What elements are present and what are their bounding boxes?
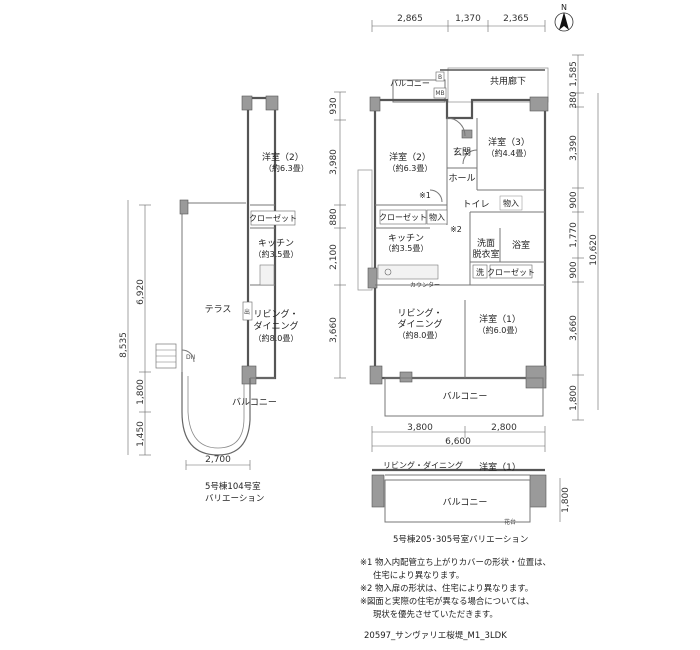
bottom-dim-total: 6,600 [445, 437, 471, 447]
western3-label: 洋室（3） [488, 136, 530, 148]
left-plan-dim-3: 1,450 [136, 421, 146, 447]
left-western2-label: 洋室（2） [262, 151, 304, 163]
mb-mark: MB [435, 90, 444, 97]
left-western2-size: （約6.3畳） [264, 163, 309, 173]
note-line-3b: 現状を優先させていただきます。 [373, 609, 498, 619]
entrance-label: 玄関 [453, 146, 471, 158]
variation-living-label: リビング・ダイニング [383, 460, 463, 470]
left-kitchen-size: （約3.5畳） [254, 249, 299, 259]
left-plan-caption-line2: バリエーション [205, 494, 265, 504]
dn-label: DN [186, 354, 195, 361]
western3-size: （約4.4畳） [487, 148, 532, 158]
top-dim-3: 2,365 [503, 14, 529, 24]
notes: ※1 物入内配管立ち上がりカバーの形状・位置は、 住宅により異なります。 ※2 … [360, 556, 690, 621]
closet-label: クローゼット [379, 212, 427, 222]
western1-size: （約6.0畳） [478, 325, 523, 335]
living-label-2: ダイニング [397, 318, 442, 330]
left-living-label-2: ダイニング [253, 320, 298, 332]
left-plan: 6,920 1,800 1,450 8,535 洋室（2） （約6.3畳） クロ… [119, 95, 309, 470]
right-dim-4: 900 [569, 191, 579, 208]
variation-western1-label: 洋室（1） [479, 461, 521, 473]
right-dim-3: 3,390 [569, 135, 579, 161]
top-dim-1: 2,865 [397, 14, 423, 24]
bottom-balcony-label: バルコニー [443, 391, 488, 402]
bottom-dim-2: 2,800 [491, 423, 517, 433]
washroom-label-1: 洗面 [477, 237, 495, 249]
living-size: （約8.0畳） [398, 330, 443, 340]
bottom-dimension-line: 3,800 2,800 6,600 [371, 423, 546, 452]
left-dim-5: 3,660 [329, 317, 339, 343]
variation-plan: リビング・ダイニング 洋室（1） バルコニー 花台 1,800 [371, 460, 571, 526]
variation-dim: 1,800 [561, 487, 571, 513]
counter-label: カウンター [410, 281, 440, 289]
variation-balcony-label: バルコニー [443, 497, 488, 508]
left-plan-width-dim: 2,700 [205, 455, 231, 465]
note-line-1b: 住宅により異なります。 [373, 570, 465, 580]
western2-label: 洋室（2） [389, 151, 431, 163]
western2-size: （約6.3畳） [388, 163, 433, 173]
right-dimension-line: 1,585 380 3,390 900 1,770 900 3,660 1,80… [569, 54, 599, 421]
toilet-label: トイレ [462, 200, 489, 210]
note1-mark: ※1 [419, 191, 431, 200]
top-dimension-line: 2,865 1,370 2,365 [371, 14, 546, 32]
b-mark: B [438, 74, 442, 81]
right-dim-6: 900 [569, 261, 579, 278]
kitchen-label: キッチン [388, 233, 424, 244]
living-label-1: リビング・ [397, 307, 442, 319]
main-plan: バルコニー 共用廊下 B MB [357, 67, 549, 417]
right-dim-8: 1,800 [569, 385, 579, 411]
note2-mark: ※2 [450, 225, 462, 234]
left-dim-2: 3,980 [329, 149, 339, 175]
left-plan-dim-1: 6,920 [136, 279, 146, 305]
note-line-2: ※2 物入扉の形状は、住宅により異なります。 [360, 583, 534, 593]
left-plan-caption: 5号棟104号室 バリエーション [205, 481, 264, 505]
bath-label: 浴室 [512, 239, 530, 251]
kitchen-size: （約3.5畳） [384, 243, 429, 253]
left-living-label-1: リビング・ [253, 308, 298, 320]
left-dim-1: 930 [329, 97, 339, 114]
closet2-label: クローゼット [487, 267, 535, 277]
left-closet-label: クローゼット [249, 213, 297, 223]
note-line-3: ※図面と実際の住宅が異なる場合については、 [360, 596, 535, 606]
left-dim-4: 2,100 [329, 244, 339, 270]
storage-label: 物入 [429, 212, 445, 222]
right-dim-2: 380 [569, 91, 579, 108]
right-dim-1: 1,585 [569, 61, 579, 87]
north-compass-icon: N [554, 3, 574, 32]
terrace-label: テラス [205, 304, 232, 315]
left-living-size: （約8.0畳） [254, 333, 299, 343]
compass-label: N [561, 3, 567, 12]
right-dim-7: 3,660 [569, 315, 579, 341]
storage-top-label: 物入 [503, 198, 519, 208]
out-mark: 出 [244, 308, 250, 316]
left-plan-dim-total: 8,535 [119, 332, 129, 358]
note-line-1: ※1 物入内配管立ち上がりカバーの形状・位置は、 [360, 557, 551, 567]
washer-label: 洗 [476, 267, 484, 277]
variation-caption: 5号棟205･305号室バリエーション [393, 535, 529, 545]
left-dim-3: 880 [329, 208, 339, 225]
planter-label: 花台 [504, 518, 516, 526]
top-dim-2: 1,370 [455, 14, 481, 24]
right-dim-5: 1,770 [569, 222, 579, 248]
western1-label: 洋室（1） [479, 313, 521, 325]
top-balcony-label: バルコニー [390, 79, 430, 88]
left-balcony-label: バルコニー [232, 397, 277, 408]
left-dimension-line: 930 3,980 880 2,100 3,660 [329, 91, 346, 379]
left-plan-caption-line1: 5号棟104号室 [205, 482, 261, 492]
property-code: 20597_サンヴァリエ桜堤_M1_3LDK [364, 631, 507, 641]
right-dim-total: 10,620 [589, 234, 599, 266]
bottom-dim-1: 3,800 [407, 423, 433, 433]
washroom-label-2: 脱衣室 [472, 248, 499, 260]
left-plan-dim-2: 1,800 [136, 379, 146, 405]
hall-label: ホール [448, 173, 475, 184]
common-corridor-label: 共用廊下 [490, 75, 526, 87]
left-kitchen-label: キッチン [258, 238, 294, 249]
